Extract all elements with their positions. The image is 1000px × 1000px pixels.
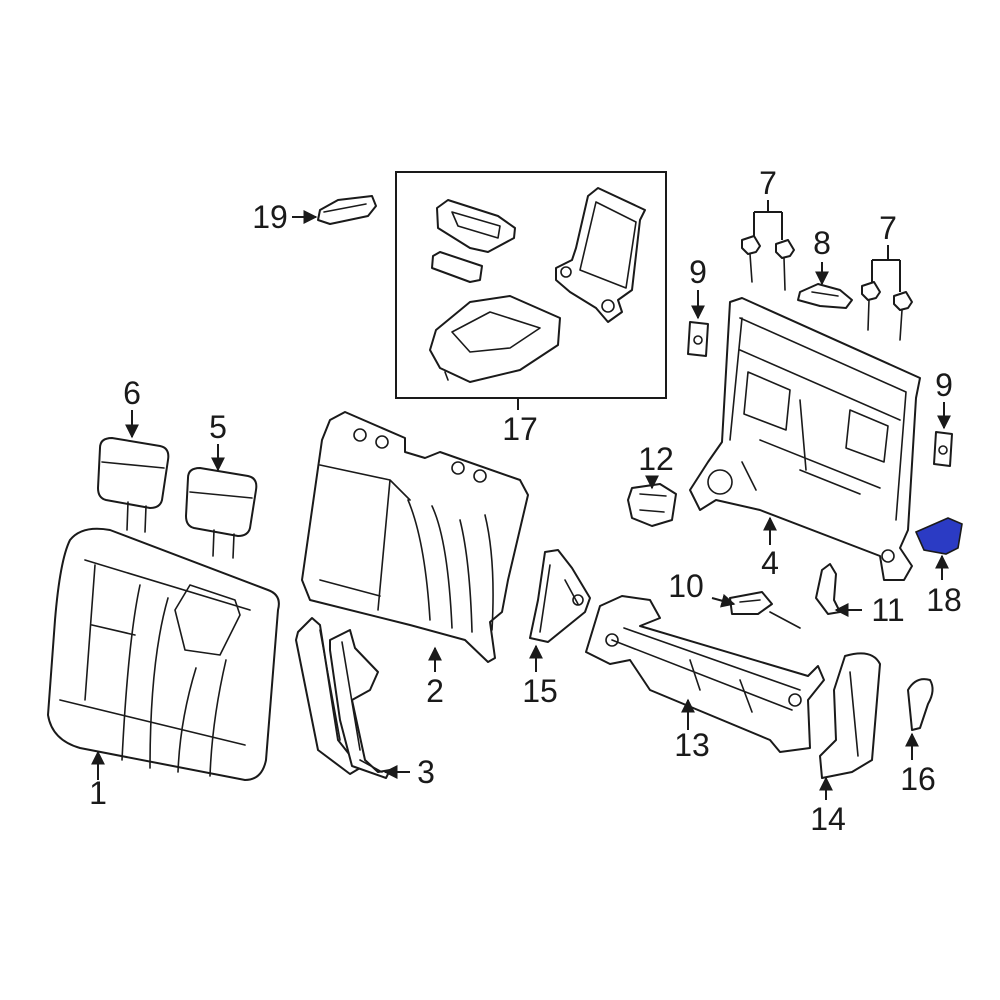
callout-10: 10: [668, 568, 704, 604]
callout-8: 8: [813, 225, 831, 261]
callout-labels: 1 2 3 4 5 6 7 7 8 9 9 10 11 12 13 14 15 …: [89, 165, 962, 837]
callout-17: 17: [502, 411, 538, 447]
callout-5: 5: [209, 409, 227, 445]
part-14-side-shield[interactable]: [819, 652, 881, 779]
callout-14: 14: [810, 801, 846, 837]
callout-18: 18: [926, 582, 962, 618]
part-1-seat-back-cover[interactable]: [47, 527, 280, 781]
callout-11: 11: [871, 592, 904, 628]
part-9-latch-button-right[interactable]: [933, 431, 953, 467]
part-10-latch[interactable]: [729, 591, 801, 629]
callout-13: 13: [674, 727, 710, 763]
leader-lines: [91, 200, 951, 800]
part-19-cover-pad[interactable]: [317, 195, 377, 225]
part-13-cushion-frame[interactable]: [585, 595, 825, 753]
callout-9-right: 9: [935, 367, 953, 403]
part-8-hinge-cover[interactable]: [797, 283, 853, 309]
callout-7-right: 7: [879, 210, 897, 246]
part-17-armrest-assembly-box[interactable]: [395, 171, 667, 399]
part-11-trim[interactable]: [815, 563, 841, 615]
callout-7-left: 7: [759, 165, 777, 201]
callout-9-left: 9: [689, 254, 707, 290]
callout-15: 15: [522, 673, 558, 709]
part-9-latch-button-left[interactable]: [687, 321, 709, 357]
part-5-headrest[interactable]: [185, 467, 258, 559]
part-2-seat-back-pad[interactable]: [301, 411, 529, 663]
callout-12: 12: [638, 441, 674, 477]
callout-6: 6: [123, 375, 141, 411]
callout-16: 16: [900, 761, 936, 797]
callout-2: 2: [426, 673, 444, 709]
part-12-recliner-cover[interactable]: [627, 483, 677, 527]
callout-4: 4: [761, 545, 779, 581]
part-3-trim-bracket[interactable]: [295, 617, 391, 779]
callout-19: 19: [252, 199, 288, 235]
callout-1: 1: [89, 775, 107, 811]
part-18-highlighted-bracket[interactable]: [914, 517, 963, 555]
part-16-handle[interactable]: [907, 678, 934, 731]
callout-3: 3: [417, 754, 435, 790]
part-6-headrest[interactable]: [97, 437, 170, 533]
part-4-seat-back-frame[interactable]: [689, 297, 921, 581]
part-15-side-trim[interactable]: [529, 549, 591, 643]
